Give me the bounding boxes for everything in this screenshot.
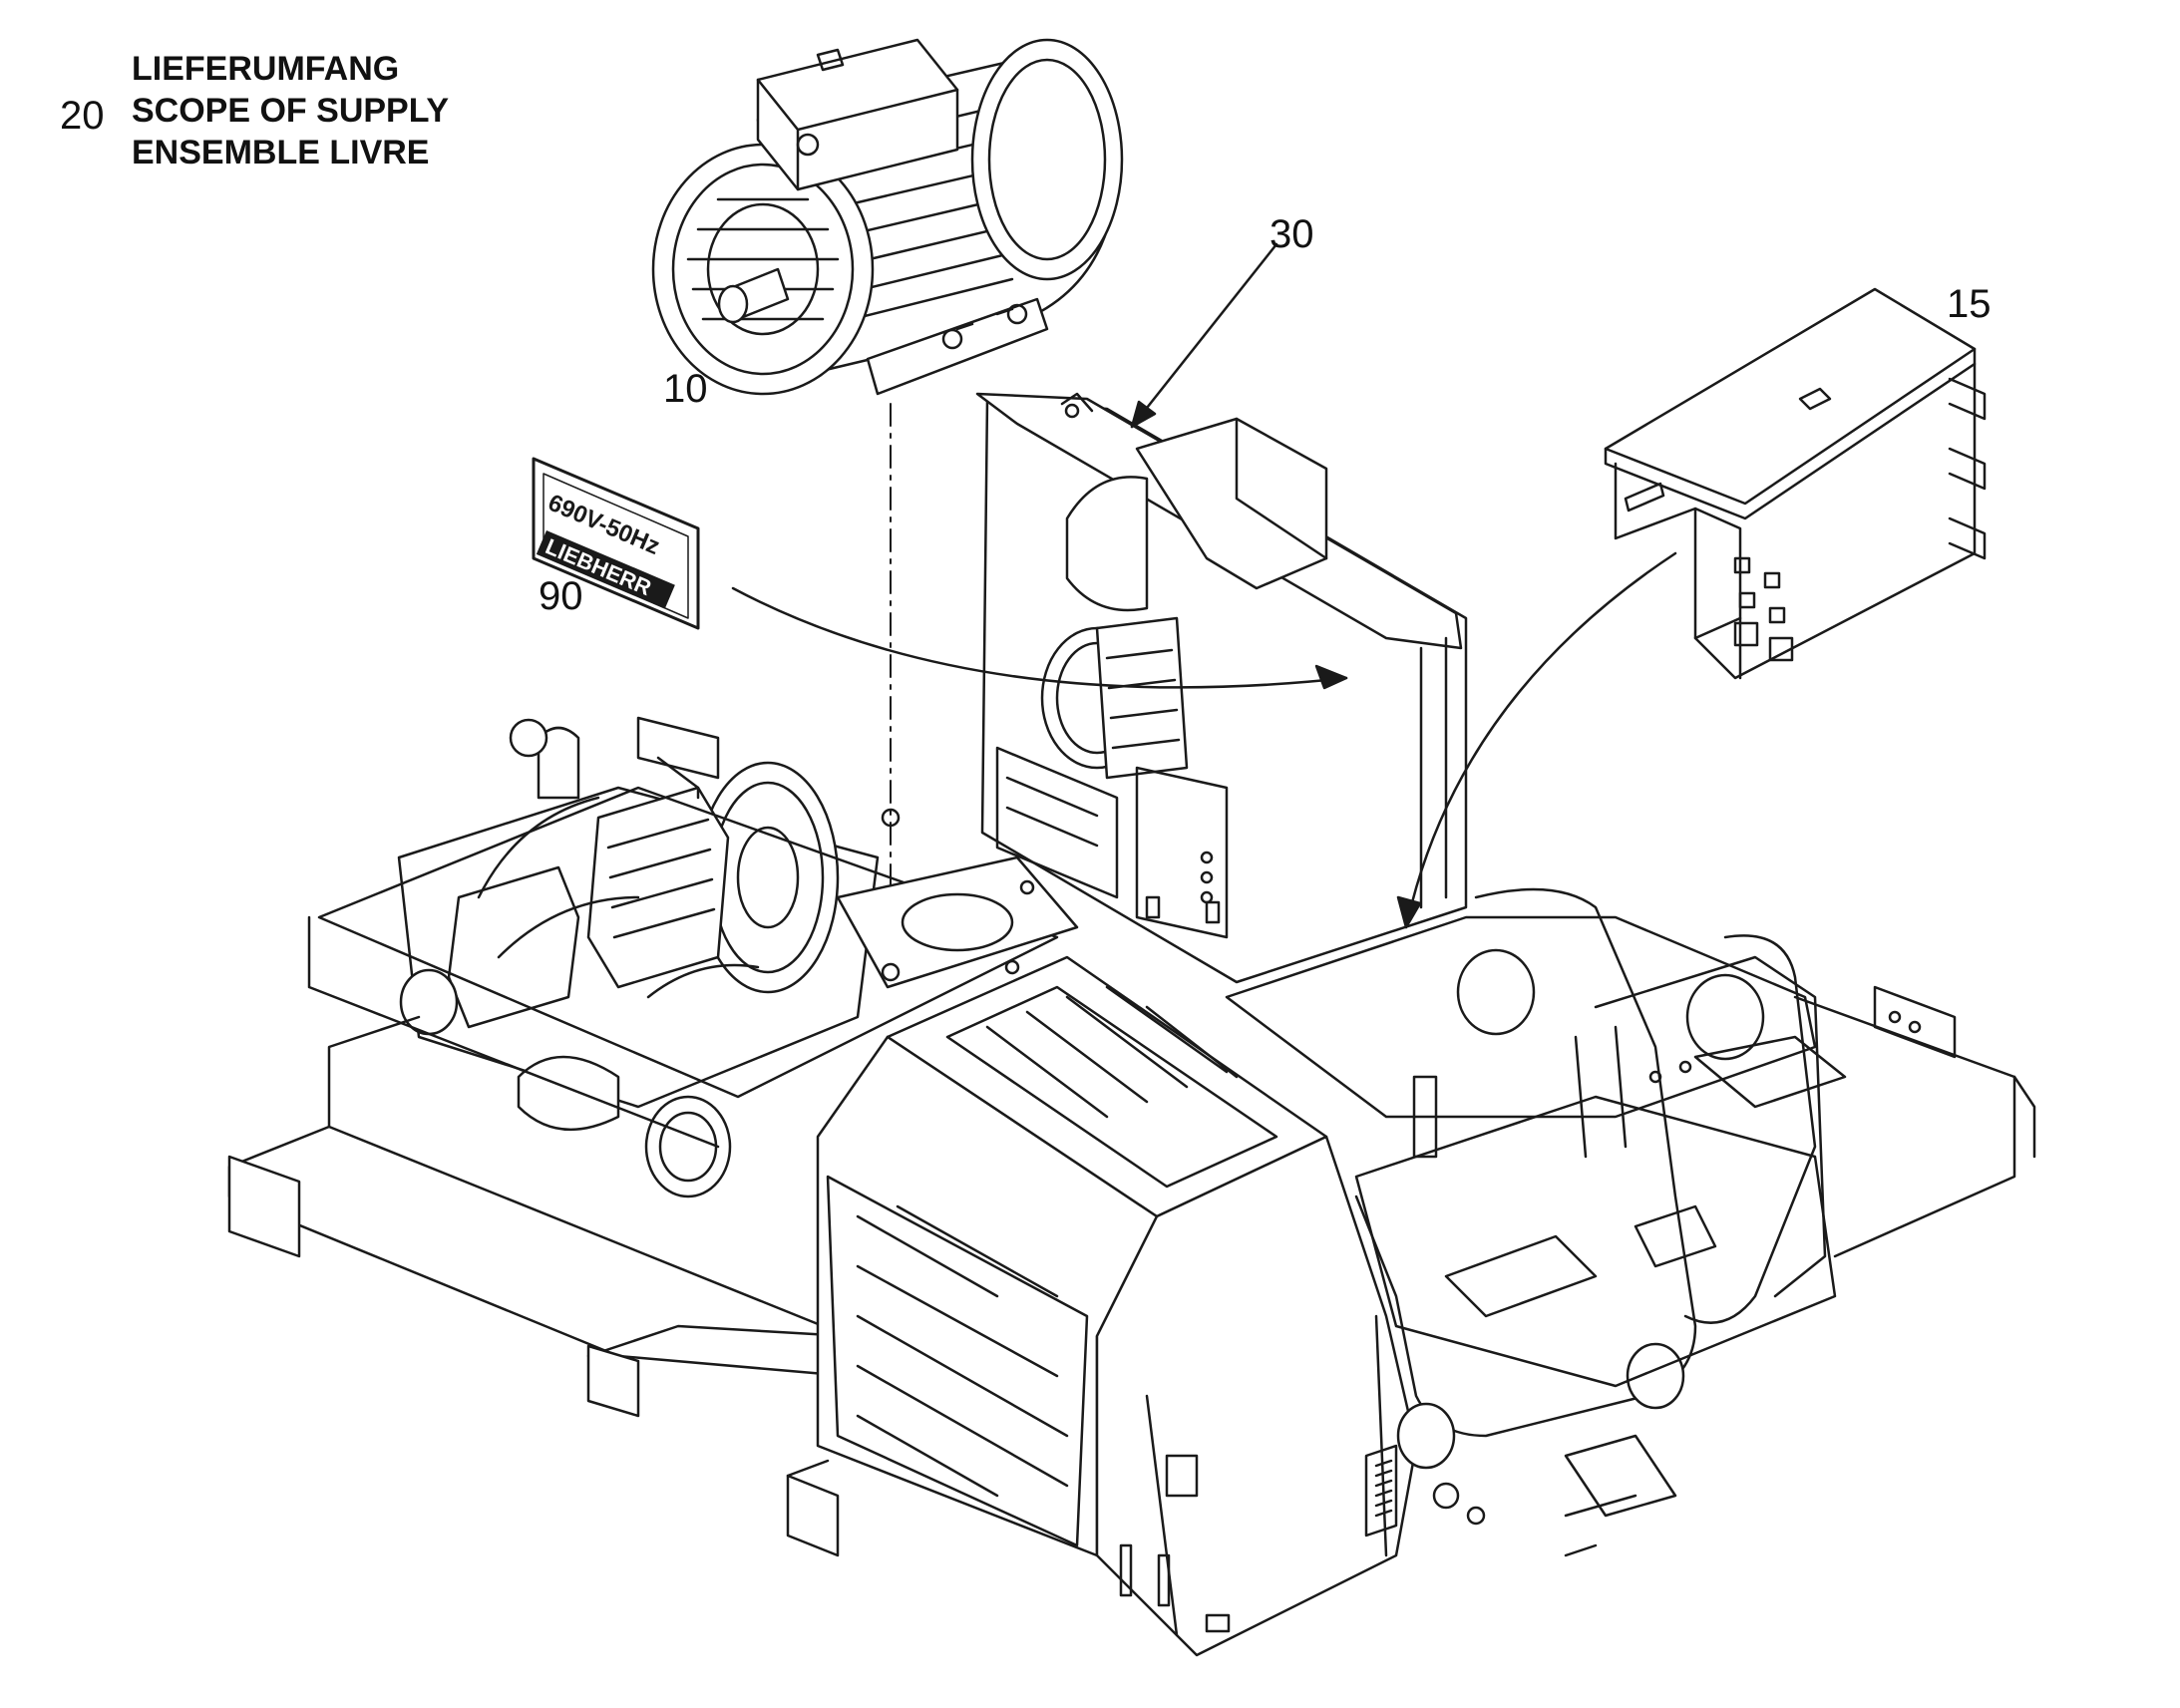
- upper-frame: [1225, 887, 2036, 1557]
- name-plate: 690V-50Hz LIEBHERR: [532, 457, 700, 630]
- callout-plate: 90: [539, 574, 583, 618]
- scope-label-en: SCOPE OF SUPPLY: [132, 92, 450, 130]
- engine-pump-assembly: [397, 718, 880, 1198]
- callout-cabinet: 30: [1270, 212, 1314, 256]
- callout-cover-box: 15: [1947, 282, 1992, 326]
- base-frame: [227, 716, 1079, 1418]
- callout-motor: 10: [663, 367, 708, 411]
- scope-label-de: LIEFERUMFANG: [132, 50, 400, 88]
- scope-item-number: 20: [60, 94, 105, 138]
- engine-hood: [786, 955, 1418, 1657]
- control-cabinet: [975, 392, 1468, 984]
- electric-motor: [651, 38, 1124, 396]
- cabinet-leader-line: [1130, 242, 1278, 429]
- plate-placement-arrow: [731, 586, 1348, 689]
- cover-placement-arrow: [1404, 551, 1677, 929]
- scope-label-fr: ENSEMBLE LIVRE: [132, 134, 430, 171]
- cover-box: [1604, 287, 1987, 680]
